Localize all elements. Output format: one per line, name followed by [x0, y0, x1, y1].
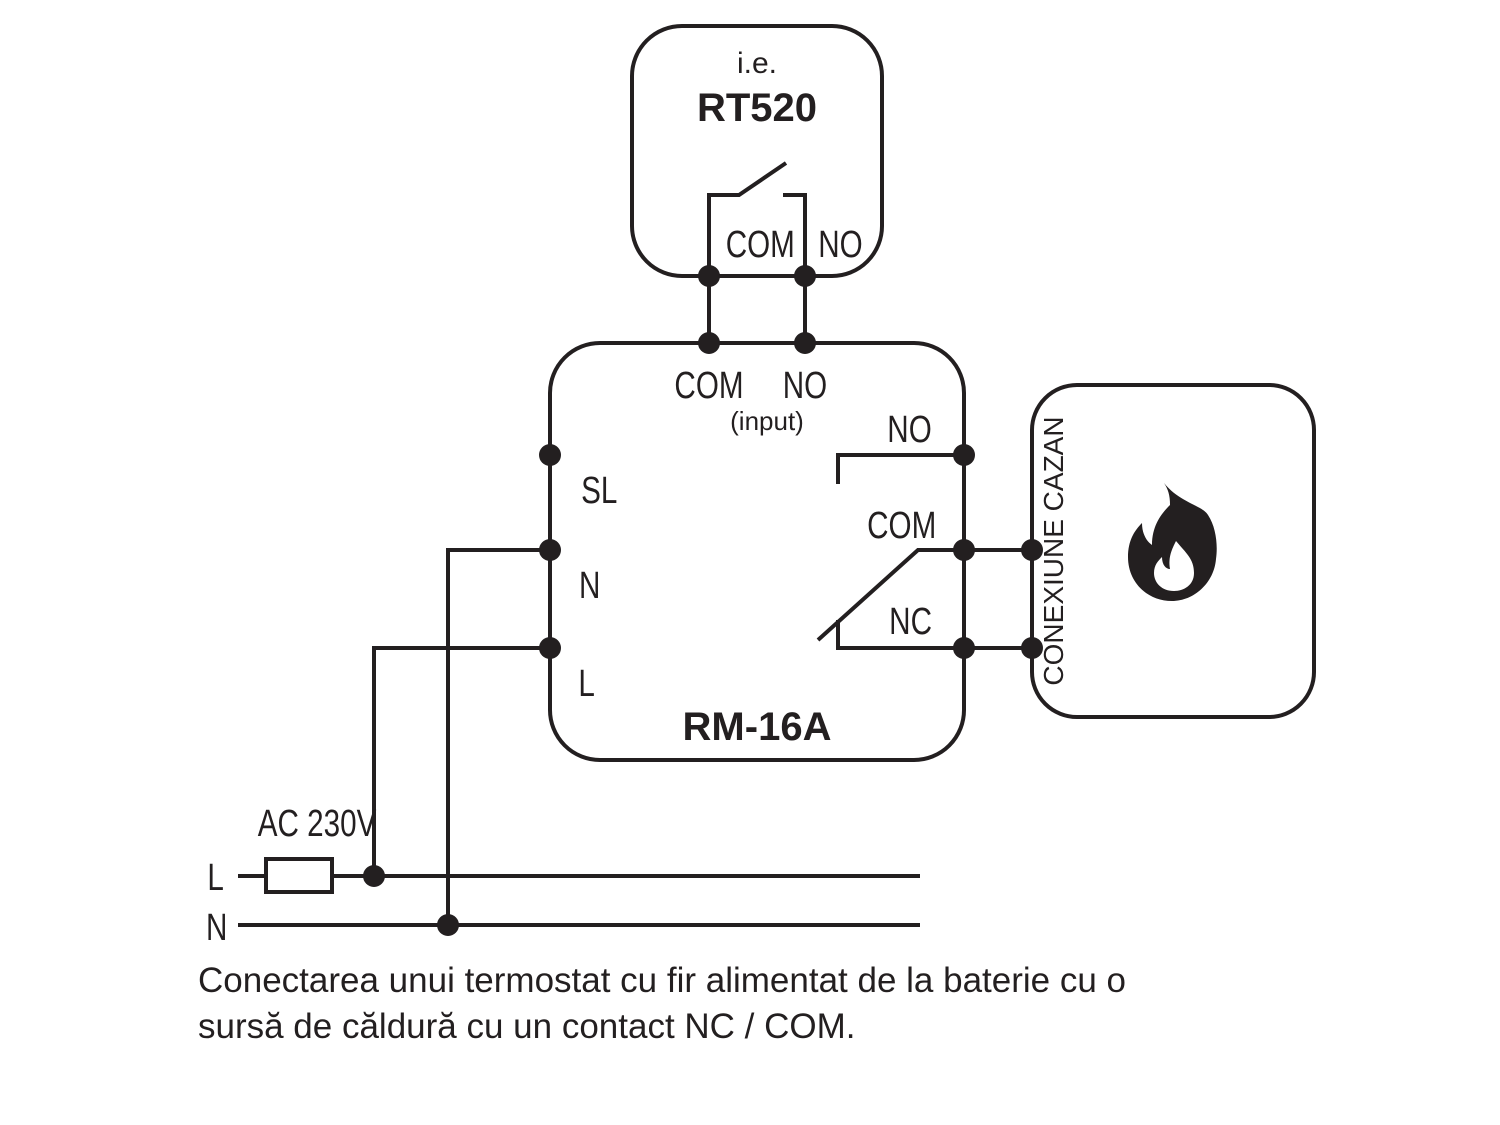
module-model: RM-16A [683, 705, 832, 749]
module-n-label: N [579, 565, 600, 607]
thermostat-no-label: NO [818, 224, 862, 266]
terminal-dot [953, 637, 975, 659]
module-out-com-label: COM [867, 505, 936, 547]
flame-icon [1128, 483, 1217, 601]
fuse-symbol [264, 857, 334, 894]
boiler-label: CONEXIUNE CAZAN [1038, 416, 1069, 685]
terminal-dot [1021, 539, 1043, 561]
module-input-no-label: NO [783, 365, 827, 407]
junction-dot [437, 914, 459, 936]
caption-line-2: sursă de căldură cu un contact NC / COM. [198, 1007, 856, 1046]
junction-dot [363, 865, 385, 887]
thermostat-model: RT520 [697, 86, 817, 130]
terminal-dot [539, 539, 561, 561]
terminal-dot [794, 332, 816, 354]
terminal-dot [953, 539, 975, 561]
module-out-no-label: NO [887, 409, 931, 451]
module-output-relay [816, 453, 964, 650]
module-sl-label: SL [581, 470, 617, 512]
terminal-dot [794, 265, 816, 287]
wire-neutral-feed [446, 548, 550, 925]
supply-n-label: N [206, 907, 227, 949]
thermostat-prefix: i.e. [737, 47, 777, 80]
module-input-com-label: COM [674, 365, 743, 407]
supply-l-label: L [207, 857, 223, 899]
wire-live-feed [372, 646, 550, 876]
thermostat-com-label: COM [726, 224, 795, 266]
terminal-dot [698, 265, 720, 287]
terminal-dot [539, 444, 561, 466]
caption-line-1: Conectarea unui termostat cu fir aliment… [198, 961, 1126, 1000]
supply-label: AC 230V [258, 803, 377, 845]
terminal-dots [363, 265, 1043, 936]
terminal-dot [698, 332, 720, 354]
thermostat-box [630, 24, 884, 278]
terminal-dot [1021, 637, 1043, 659]
diagram-caption: Conectarea unui termostat cu fir aliment… [198, 958, 1298, 1050]
module-l-label: L [578, 663, 594, 705]
terminal-dot [953, 444, 975, 466]
module-out-nc-label: NC [889, 601, 932, 643]
module-input-note: (input) [730, 406, 804, 436]
thermostat-relay-switch [707, 161, 807, 276]
terminal-dot [539, 637, 561, 659]
